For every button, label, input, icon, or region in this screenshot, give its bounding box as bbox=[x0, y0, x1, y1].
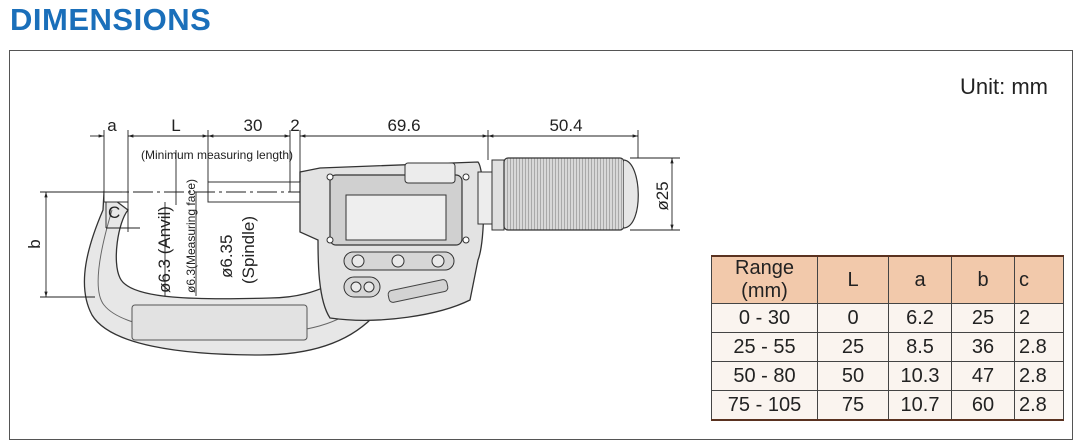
dim-30: 30 bbox=[244, 116, 263, 135]
cell-L: 0 bbox=[817, 303, 889, 333]
cell-range: 0 - 30 bbox=[711, 303, 818, 333]
cell-L: 50 bbox=[817, 361, 889, 391]
cell-a: 10.3 bbox=[888, 361, 952, 391]
dim-2: 2 bbox=[290, 116, 299, 135]
lcd-screen bbox=[345, 194, 447, 241]
button-panel-2 bbox=[343, 276, 381, 298]
cell-range: 25 - 55 bbox=[711, 332, 818, 362]
cell-L: 75 bbox=[817, 390, 889, 421]
cell-b: 47 bbox=[951, 361, 1015, 391]
cell-c: 2 bbox=[1014, 303, 1064, 333]
table-row: 25 - 55 25 8.5 36 2.8 bbox=[711, 332, 1064, 362]
dim-a: a bbox=[107, 116, 117, 135]
button-1 bbox=[351, 254, 365, 268]
cell-c: 2.8 bbox=[1014, 332, 1064, 362]
cell-a: 6.2 bbox=[888, 303, 952, 333]
dim-anvil-dia: ø6.3 (Anvil) bbox=[155, 206, 174, 293]
table-row: 75 - 105 75 10.7 60 2.8 bbox=[711, 390, 1064, 421]
table-row: 50 - 80 50 10.3 47 2.8 bbox=[711, 361, 1064, 391]
dim-L: L bbox=[171, 116, 180, 135]
dim-thimble-dia: ø25 bbox=[653, 181, 672, 210]
cell-range: 75 - 105 bbox=[711, 390, 818, 421]
cell-c: 2.8 bbox=[1014, 361, 1064, 391]
cell-a: 8.5 bbox=[888, 332, 952, 362]
dim-spindle-label: (Spindle) bbox=[239, 216, 258, 284]
unit-label: Unit: mm bbox=[960, 74, 1048, 99]
thimble-collar bbox=[491, 159, 505, 231]
dim-50-4: 50.4 bbox=[549, 116, 582, 135]
table-row: 0 - 30 0 6.2 25 2 bbox=[711, 303, 1064, 333]
dim-b: b bbox=[25, 239, 44, 248]
ratchet-thimble bbox=[503, 157, 625, 231]
range-table: Range (mm) L a b c 0 - 30 0 6.2 25 2 25 … bbox=[711, 255, 1064, 421]
top-knob bbox=[404, 162, 456, 184]
frame-insulator bbox=[131, 304, 308, 341]
header-L: L bbox=[817, 255, 889, 304]
table-header-row: Range (mm) L a b c bbox=[711, 255, 1064, 304]
cell-b: 60 bbox=[951, 390, 1015, 421]
button-3 bbox=[431, 254, 445, 268]
page-title: DIMENSIONS bbox=[10, 2, 212, 37]
dim-c: C bbox=[108, 203, 120, 222]
cell-range: 50 - 80 bbox=[711, 361, 818, 391]
anvil bbox=[103, 191, 129, 203]
dim-spindle-dia: ø6.35 bbox=[217, 235, 236, 278]
header-a: a bbox=[888, 255, 952, 304]
dim-69-6: 69.6 bbox=[387, 116, 420, 135]
cell-b: 25 bbox=[951, 303, 1015, 333]
cell-L: 25 bbox=[817, 332, 889, 362]
dim-face-dia: ø6.3(Measuring face) bbox=[184, 179, 198, 293]
diagram-frame bbox=[9, 50, 1073, 440]
header-range: Range (mm) bbox=[711, 255, 818, 304]
cell-b: 36 bbox=[951, 332, 1015, 362]
button-2 bbox=[391, 254, 405, 268]
min-length-note: (Minimum measuring length) bbox=[141, 148, 293, 162]
button-4 bbox=[350, 281, 362, 293]
cell-a: 10.7 bbox=[888, 390, 952, 421]
button-5 bbox=[363, 281, 375, 293]
header-b: b bbox=[951, 255, 1015, 304]
cell-c: 2.8 bbox=[1014, 390, 1064, 421]
header-c: c bbox=[1014, 255, 1064, 304]
